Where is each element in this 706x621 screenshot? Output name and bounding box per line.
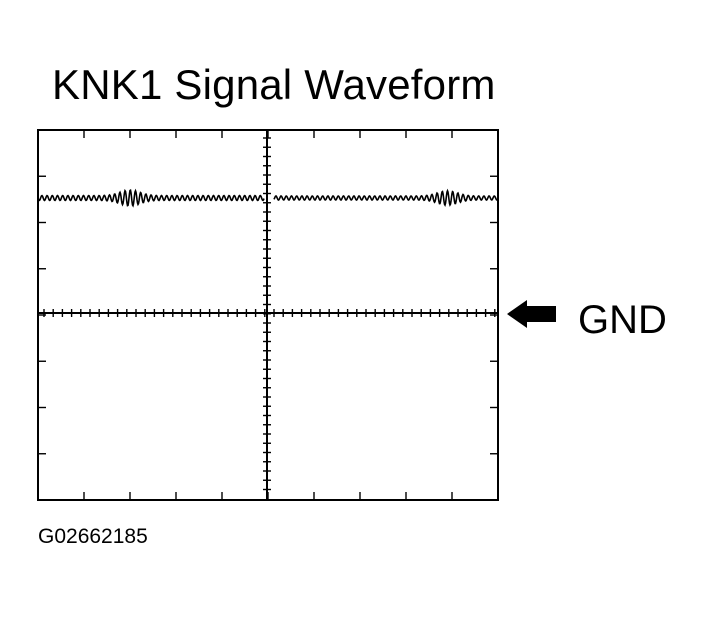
left-arrow-icon: [507, 300, 556, 328]
graticule-ticks: [38, 130, 498, 500]
knock-signal-waveform: [37, 188, 499, 208]
ground-label: GND: [578, 298, 667, 342]
figure-id: G02662185: [38, 525, 148, 548]
diagram-title: KNK1 Signal Waveform: [52, 61, 496, 108]
